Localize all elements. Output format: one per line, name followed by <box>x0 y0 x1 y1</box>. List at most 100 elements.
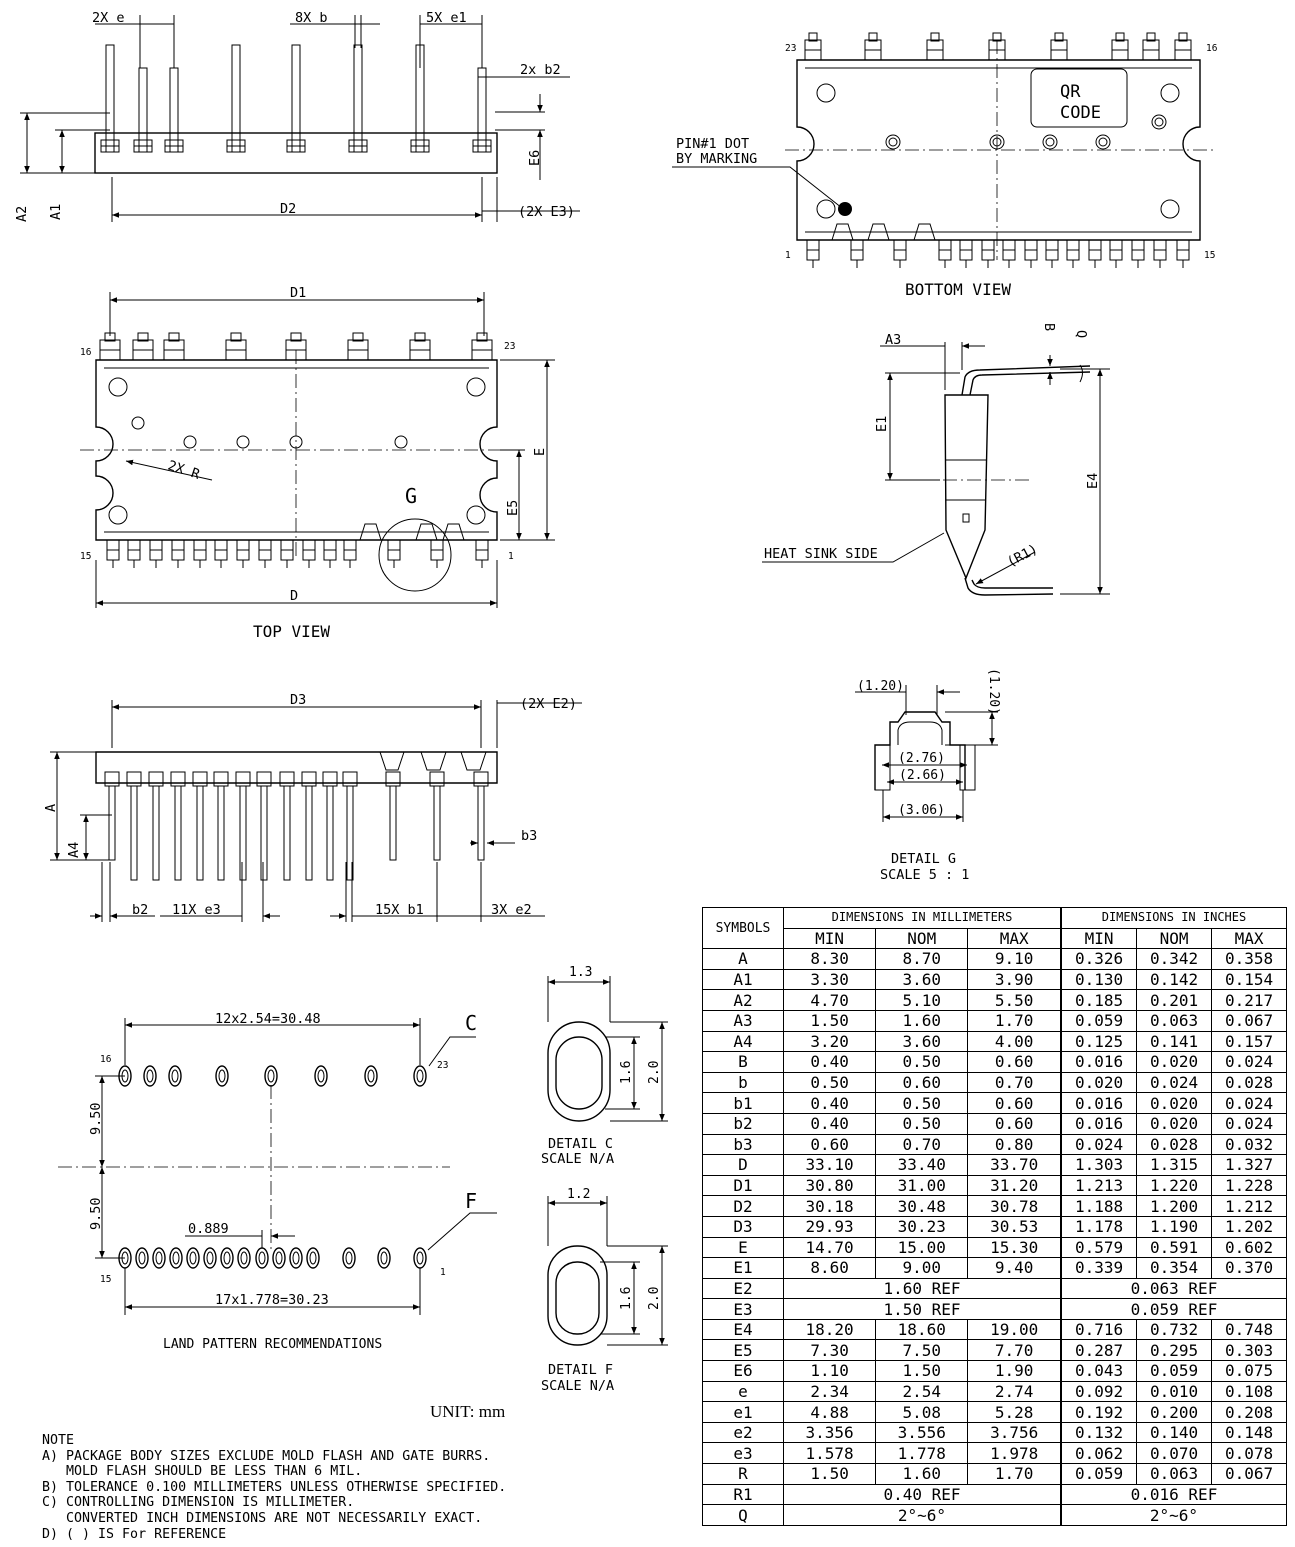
table-cell: 0.217 <box>1211 989 1287 1011</box>
table-cell-symbol: E2 <box>702 1277 784 1300</box>
lead <box>348 44 368 153</box>
table-cell: 1.212 <box>1211 1195 1287 1217</box>
top-pin <box>409 332 431 361</box>
table-cell: 0.602 <box>1211 1236 1287 1259</box>
table-cell-symbol: e2 <box>702 1421 784 1444</box>
bottom-view-bottom-pin <box>1131 239 1145 268</box>
bottom-pin <box>258 539 272 568</box>
land-pad <box>169 1247 183 1269</box>
dim-detail-c-w: 1.3 <box>569 965 592 980</box>
pin-16-label-bottom: 16 <box>1206 43 1218 54</box>
dim-r1: (R1) <box>1004 541 1040 570</box>
dim-detail-g-306: (3.06) <box>898 803 945 818</box>
bottom-view-bottom-pin <box>850 239 864 268</box>
table-cell: 1.978 <box>967 1442 1062 1465</box>
bottom-view-bottom-pin <box>959 239 973 268</box>
table-cell: 18.60 <box>875 1318 969 1341</box>
dim-detail-f-w: 1.2 <box>567 1187 590 1202</box>
front-lead <box>213 771 229 881</box>
table-cell: 0.154 <box>1211 968 1287 991</box>
table-cell: 7.30 <box>782 1339 877 1362</box>
front-lead <box>473 771 489 861</box>
table-header-symbols: SYMBOLS <box>702 906 784 950</box>
bottom-pin <box>387 539 401 568</box>
bottom-pin <box>280 539 294 568</box>
table-subheader: MIN <box>1060 927 1138 950</box>
top-pin <box>225 332 247 361</box>
dim-detail-g-266: (2.66) <box>899 768 946 783</box>
dim-d2: D2 <box>280 201 296 217</box>
top-pin <box>285 332 307 361</box>
land-pad <box>237 1247 251 1269</box>
pin-23-label-bottom: 23 <box>785 43 796 54</box>
dim-detail-g-120b: (1.20) <box>986 668 1001 715</box>
top-pin <box>347 332 369 361</box>
dim-b: B <box>1041 323 1057 331</box>
front-lead <box>385 771 401 861</box>
dim-15x-b1: 15X b1 <box>375 902 424 918</box>
dim-detail-c-h2: 2.0 <box>647 1061 662 1084</box>
table-cell: 0.132 <box>1060 1421 1138 1444</box>
front-lead <box>256 771 272 881</box>
table-cell: 0.60 <box>782 1133 877 1156</box>
dim-detail-f-h1: 1.6 <box>619 1287 634 1310</box>
table-cell: 1.60 <box>875 1009 969 1032</box>
dim-2x-r: 2X R <box>166 458 203 484</box>
table-cell: 5.28 <box>967 1401 1062 1423</box>
qr-code-label: QR <box>1060 82 1081 102</box>
table-cell-symbol: E4 <box>702 1318 784 1341</box>
table-cell: 0.716 <box>1060 1318 1138 1341</box>
table-cell: 3.90 <box>967 968 1062 991</box>
dim-land-950b: 9.50 <box>88 1197 104 1230</box>
table-cell: 0.059 <box>1136 1360 1213 1382</box>
table-cell: 15.30 <box>967 1236 1062 1259</box>
dim-d3: D3 <box>290 692 306 708</box>
bottom-view-bottom-pin <box>981 239 995 268</box>
table-cell: 0.358 <box>1211 948 1287 970</box>
table-cell: 9.00 <box>875 1257 969 1279</box>
bottom-view: QR CODE PIN#1 DOT BY MARKING 23 16 1 15 … <box>672 32 1218 299</box>
dim-a4: A4 <box>66 842 82 858</box>
land-pad <box>413 1247 427 1269</box>
detail-c: 1.3 1.6 2.0 DETAIL C SCALE N/A <box>541 965 668 1167</box>
table-cell-symbol: E1 <box>702 1257 784 1279</box>
table-cell: 0.732 <box>1136 1318 1213 1341</box>
lead <box>226 44 246 153</box>
bottom-view-bottom-pin <box>1024 239 1038 268</box>
table-cell: 8.30 <box>782 948 877 970</box>
table-cell: 1.315 <box>1136 1154 1213 1176</box>
table-cell: 0.130 <box>1060 968 1138 991</box>
table-cell: 1.50 REF <box>782 1298 1062 1320</box>
table-cell: 0.010 <box>1136 1380 1213 1403</box>
top-pin <box>132 332 154 361</box>
detail-f-scale: SCALE N/A <box>541 1378 614 1394</box>
table-cell: 0.063 <box>1136 1463 1213 1485</box>
land-pad <box>215 1065 229 1087</box>
bottom-pin <box>149 539 163 568</box>
table-cell: 0.50 <box>875 1092 969 1114</box>
table-cell: 2°~6° <box>782 1504 1062 1526</box>
dim-d1: D1 <box>290 285 306 301</box>
land-pad <box>168 1065 182 1087</box>
detail-c-scale: SCALE N/A <box>541 1151 614 1167</box>
bottom-view-bottom-pin <box>1109 239 1123 268</box>
table-cell: 0.148 <box>1211 1421 1287 1444</box>
dim-e6: E6 <box>527 150 543 166</box>
table-cell: 1.50 <box>782 1463 877 1485</box>
table-cell: 31.20 <box>967 1174 1062 1197</box>
land-pattern: 12x2.54=30.48 17x1.778=30.23 9.50 9.50 0… <box>58 1011 497 1352</box>
dim-a1: A1 <box>48 204 64 220</box>
table-cell: 0.032 <box>1211 1133 1287 1156</box>
table-cell: 0.200 <box>1136 1401 1213 1423</box>
table-cell: 0.60 <box>967 1112 1062 1135</box>
